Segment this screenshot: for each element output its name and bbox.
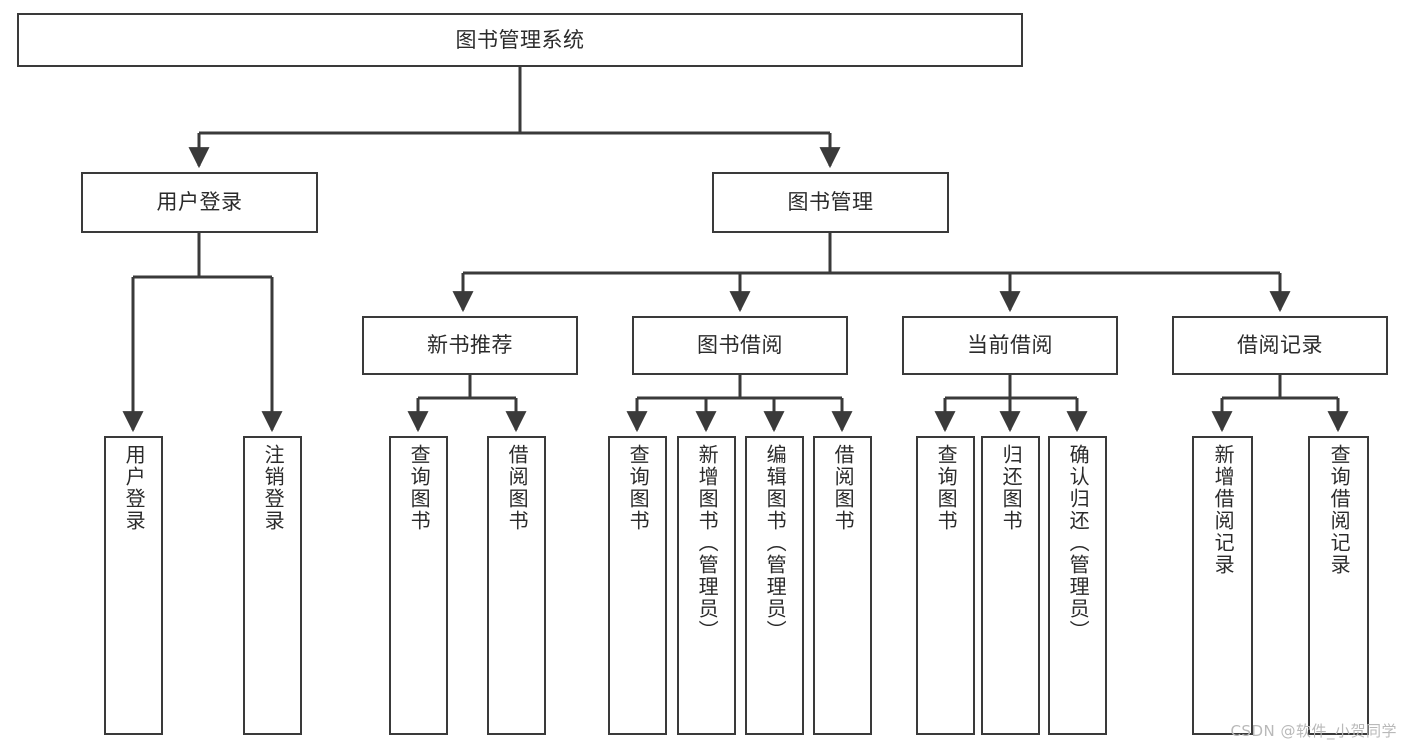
node-book-manage[interactable]: 图书管理 xyxy=(712,172,949,233)
leaf-return-book[interactable]: 归还图书 xyxy=(981,436,1040,735)
node-label: 图书借阅 xyxy=(697,333,783,358)
node-label: 确认归还（管理员） xyxy=(1066,444,1091,642)
leaf-query-book-current[interactable]: 查询图书 xyxy=(916,436,975,735)
node-label: 当前借阅 xyxy=(967,333,1053,358)
node-current-borrow[interactable]: 当前借阅 xyxy=(902,316,1118,375)
node-label: 图书管理 xyxy=(787,190,874,215)
node-label: 借阅记录 xyxy=(1237,333,1323,358)
node-label: 借阅图书 xyxy=(505,444,530,532)
node-label: 注销登录 xyxy=(261,444,286,532)
node-label: 新书推荐 xyxy=(427,333,513,358)
leaf-confirm-return[interactable]: 确认归还（管理员） xyxy=(1048,436,1107,735)
node-new-book-recommend[interactable]: 新书推荐 xyxy=(362,316,578,375)
node-label: 查询借阅记录 xyxy=(1327,444,1352,576)
node-root-system[interactable]: 图书管理系统 xyxy=(17,13,1023,67)
node-label: 新增图书（管理员） xyxy=(695,444,720,642)
node-borrow-record[interactable]: 借阅记录 xyxy=(1172,316,1388,375)
node-label: 查询图书 xyxy=(626,444,651,532)
node-label: 查询图书 xyxy=(934,444,959,532)
leaf-borrow-book[interactable]: 借阅图书 xyxy=(813,436,872,735)
node-label: 新增借阅记录 xyxy=(1211,444,1236,576)
node-user-login[interactable]: 用户登录 xyxy=(81,172,318,233)
node-label: 用户登录 xyxy=(156,190,243,215)
node-label: 用户登录 xyxy=(122,444,147,532)
csdn-watermark: CSDN @软件_小贺同学 xyxy=(1230,722,1397,740)
leaf-user-login[interactable]: 用户登录 xyxy=(104,436,163,735)
node-label: 借阅图书 xyxy=(831,444,856,532)
node-label: 图书管理系统 xyxy=(455,27,585,52)
node-label: 编辑图书（管理员） xyxy=(763,444,788,642)
leaf-query-book-recommend[interactable]: 查询图书 xyxy=(389,436,448,735)
leaf-add-borrow-record[interactable]: 新增借阅记录 xyxy=(1192,436,1253,735)
node-book-borrow[interactable]: 图书借阅 xyxy=(632,316,848,375)
leaf-add-book[interactable]: 新增图书（管理员） xyxy=(677,436,736,735)
leaf-query-book-borrow[interactable]: 查询图书 xyxy=(608,436,667,735)
leaf-borrow-book-recommend[interactable]: 借阅图书 xyxy=(487,436,546,735)
leaf-query-borrow-record[interactable]: 查询借阅记录 xyxy=(1308,436,1369,735)
node-label: 查询图书 xyxy=(407,444,432,532)
node-label: 归还图书 xyxy=(999,444,1024,532)
leaf-edit-book[interactable]: 编辑图书（管理员） xyxy=(745,436,804,735)
leaf-logout[interactable]: 注销登录 xyxy=(243,436,302,735)
